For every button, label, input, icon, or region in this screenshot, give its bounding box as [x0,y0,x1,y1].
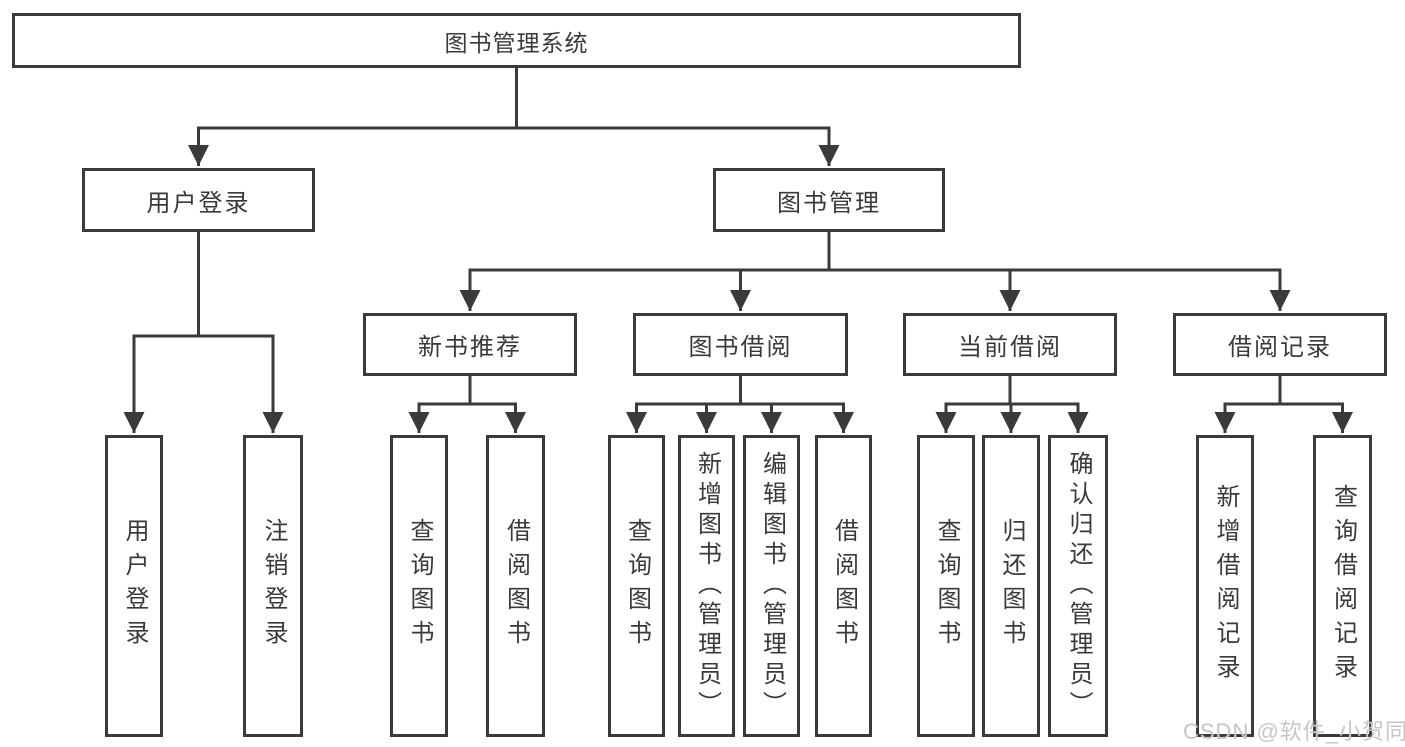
leaf-edit-books-admin: 编辑图书（管理员） [743,435,800,737]
node-book-management: 图书管理 [713,168,945,232]
node-label: 用户登录 [121,518,148,654]
node-label: 图书管理系统 [444,29,589,56]
node-current-borrowing: 当前借阅 [903,313,1117,376]
leaf-borrow-books-2: 借阅图书 [815,435,872,737]
csdn-watermark: CSDN @软件_小贺同学 [1183,719,1405,744]
leaf-add-borrow-record: 新增借阅记录 [1196,435,1254,737]
leaf-query-books-3: 查询图书 [917,435,975,737]
node-label: 用户登录 [146,189,251,217]
leaf-return-books: 归还图书 [982,435,1040,737]
node-label: 当前借阅 [958,334,1062,361]
leaf-query-borrow-record: 查询借阅记录 [1313,435,1372,737]
leaf-confirm-return-admin: 确认归还（管理员） [1048,435,1108,737]
connector-borrow-records-to-leaves [1214,376,1353,433]
leaf-query-books-2: 查询图书 [608,435,665,737]
leaf-user-login: 用户登录 [105,435,163,737]
node-label: 新增借阅记录 [1212,484,1239,688]
leaf-borrow-books-1: 借阅图书 [486,435,545,737]
node-label: 查询图书 [406,518,433,654]
node-label: 查询图书 [933,518,960,654]
node-label: 查询图书 [623,518,651,654]
node-label: 借阅记录 [1228,334,1332,361]
node-label: 借阅图书 [830,518,858,654]
leaf-logout: 注销登录 [243,435,303,737]
node-user-login: 用户登录 [82,168,315,232]
connector-root-to-level2 [188,68,840,166]
node-label: 借阅图书 [502,518,530,654]
node-new-book-recommend: 新书推荐 [363,313,577,376]
node-label: 注销登录 [260,518,287,654]
leaf-query-books-1: 查询图书 [390,435,448,737]
connector-new-books-to-leaves [408,376,526,433]
connector-current-borrow-to-leaves [935,376,1089,433]
node-label: 编辑图书（管理员） [758,451,786,721]
node-book-borrowing: 图书借阅 [633,313,848,376]
node-borrowing-records: 借阅记录 [1173,313,1387,376]
node-label: 归还图书 [998,518,1025,654]
node-label: 新增图书（管理员） [693,451,721,721]
node-library-management-system: 图书管理系统 [12,13,1021,68]
node-label: 确认归还（管理员） [1065,451,1092,721]
node-label: 图书管理 [777,189,881,217]
connector-book-borrow-to-leaves [626,376,854,433]
node-label: 查询借阅记录 [1329,484,1357,688]
leaf-add-books-admin: 新增图书（管理员） [678,435,735,737]
node-label: 新书推荐 [418,334,522,361]
node-label: 图书借阅 [688,334,793,361]
connector-book-mgmt-to-level3 [459,232,1291,311]
connector-user-login-to-leaves [123,232,284,433]
